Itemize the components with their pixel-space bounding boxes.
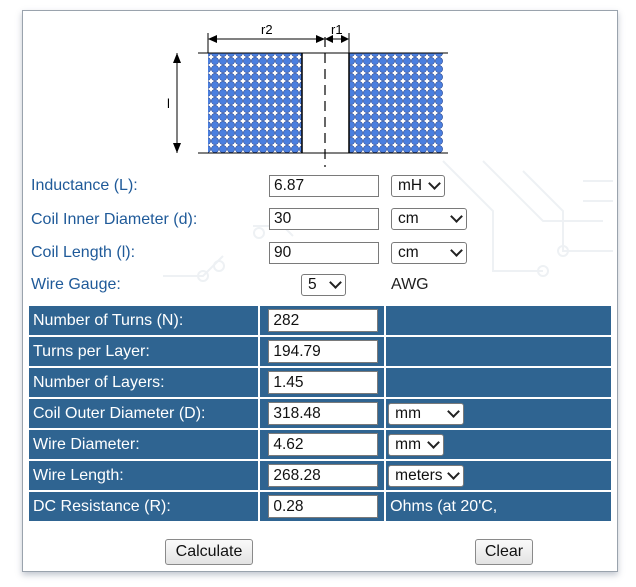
coil-length-unit-value: cm <box>398 244 419 261</box>
result-unit-cell <box>386 306 611 335</box>
outer-diameter-output[interactable]: 318.48 <box>268 402 379 425</box>
coil-cross-section-diagram: r2 r1 l <box>167 22 448 167</box>
chevron-down-icon <box>450 210 463 223</box>
turns-per-layer-output[interactable]: 194.79 <box>268 340 379 363</box>
result-label: Number of Layers: <box>29 368 259 397</box>
r1-label: r1 <box>331 22 343 37</box>
coil-length-label: Coil Length (l): <box>31 244 136 261</box>
layers-output[interactable]: 1.45 <box>268 371 379 394</box>
result-unit-cell: meters <box>386 461 611 490</box>
result-unit-cell: mm <box>386 399 611 428</box>
inner-diameter-unit-select[interactable]: cm <box>391 208 467 230</box>
result-value-cell: 268.28 <box>260 461 385 490</box>
result-value-cell: 318.48 <box>260 399 385 428</box>
result-label: Coil Outer Diameter (D): <box>29 399 259 428</box>
chevron-down-icon <box>447 467 461 480</box>
table-row: Wire Diameter: 4.62 mm <box>29 430 611 459</box>
inductance-label: Inductance (L): <box>31 177 138 194</box>
wire-gauge-unit: AWG <box>391 276 429 293</box>
result-label: DC Resistance (R): <box>29 492 259 521</box>
resistance-unit: Ohms (at 20'C, <box>386 492 611 521</box>
result-value-cell: 194.79 <box>260 337 385 366</box>
result-label: Wire Length: <box>29 461 259 490</box>
table-row: Number of Layers: 1.45 <box>29 368 611 397</box>
result-unit-cell <box>386 368 611 397</box>
chevron-down-icon <box>427 436 441 449</box>
coil-length-input[interactable]: 90 <box>269 242 379 264</box>
table-row: Wire Length: 268.28 meters <box>29 461 611 490</box>
result-label: Wire Diameter: <box>29 430 259 459</box>
wire-gauge-label: Wire Gauge: <box>31 276 121 293</box>
results-table: Number of Turns (N): 282 Turns per Layer… <box>27 304 613 523</box>
right-winding <box>349 53 443 153</box>
r2-label: r2 <box>261 22 273 37</box>
inner-diameter-label: Coil Inner Diameter (d): <box>31 211 198 228</box>
wire-length-unit-value: meters <box>395 467 443 484</box>
result-unit-cell: mm <box>386 430 611 459</box>
inductance-unit-select[interactable]: mH <box>391 175 445 197</box>
calculator-panel: r2 r1 l Inductance (L): 6.87 mH Coil Inn… <box>22 10 618 572</box>
wire-diameter-unit-value: mm <box>395 436 421 453</box>
wire-diameter-output[interactable]: 4.62 <box>268 433 379 456</box>
wire-length-unit-select[interactable]: meters <box>388 465 465 487</box>
chevron-down-icon <box>428 177 441 190</box>
outer-diameter-unit-select[interactable]: mm <box>388 403 465 425</box>
l-label: l <box>167 96 170 111</box>
outer-diameter-unit-value: mm <box>395 405 421 422</box>
chevron-down-icon <box>447 405 461 418</box>
wire-gauge-select[interactable]: 5 <box>301 274 346 296</box>
result-label: Turns per Layer: <box>29 337 259 366</box>
circuit-background-pattern <box>163 160 613 282</box>
turns-output[interactable]: 282 <box>268 309 379 332</box>
result-value-cell: 0.28 <box>260 492 385 521</box>
table-row: Coil Outer Diameter (D): 318.48 mm <box>29 399 611 428</box>
wire-diameter-unit-select[interactable]: mm <box>388 434 445 456</box>
result-label: Number of Turns (N): <box>29 306 259 335</box>
resistance-output[interactable]: 0.28 <box>268 495 379 518</box>
inner-diameter-input[interactable]: 30 <box>269 208 379 230</box>
coil-length-unit-select[interactable]: cm <box>391 242 467 264</box>
inductance-input[interactable]: 6.87 <box>269 175 379 197</box>
table-row: Turns per Layer: 194.79 <box>29 337 611 366</box>
wire-gauge-value: 5 <box>308 276 317 293</box>
table-row: Number of Turns (N): 282 <box>29 306 611 335</box>
clear-button[interactable]: Clear <box>475 539 533 565</box>
result-value-cell: 4.62 <box>260 430 385 459</box>
table-row: DC Resistance (R): 0.28 Ohms (at 20'C, <box>29 492 611 521</box>
chevron-down-icon <box>329 276 342 289</box>
result-value-cell: 1.45 <box>260 368 385 397</box>
inner-diameter-unit-value: cm <box>398 210 419 227</box>
inductance-unit-value: mH <box>398 177 423 194</box>
wire-length-output[interactable]: 268.28 <box>268 464 379 487</box>
chevron-down-icon <box>450 244 463 257</box>
result-unit-cell <box>386 337 611 366</box>
calculate-button[interactable]: Calculate <box>165 539 253 565</box>
result-value-cell: 282 <box>260 306 385 335</box>
left-winding <box>208 53 302 153</box>
